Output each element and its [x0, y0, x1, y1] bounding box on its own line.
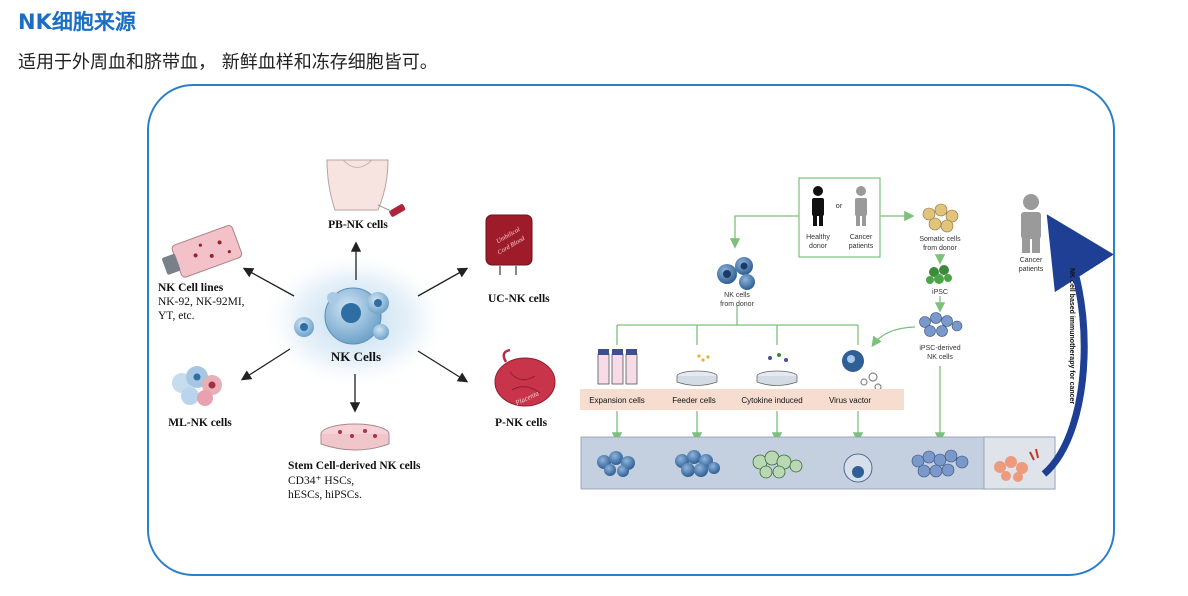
virus-vector-icon: [842, 350, 882, 391]
return-arrow: [1041, 214, 1114, 477]
figure-frame: [147, 84, 1115, 576]
torso-icon: [326, 159, 406, 217]
nk-cell-lines-title: NK Cell lines: [158, 282, 224, 294]
transduced-cell: [843, 453, 873, 483]
feeder-label: Feeder cells: [672, 396, 716, 405]
cytokine-dish-icon: [756, 353, 798, 386]
somatic-cells-icon: [922, 203, 959, 233]
cytokine-label: Cytokine induced: [741, 396, 802, 405]
ipsc-nk-expanded-cells: [911, 449, 969, 478]
cancer-label-2: patients: [849, 243, 874, 250]
bottom-panel: [580, 436, 1056, 490]
cancer-right-label-1: Cancer: [1020, 257, 1043, 264]
cancer-patient-icon-small: [855, 186, 867, 226]
pb-nk-label: PB-NK cells: [328, 219, 388, 231]
right-diagram: or Healthy donor Cancer patients: [580, 177, 1114, 490]
nk-donor-cells-icon: [717, 257, 755, 290]
uc-nk-label: UC-NK cells: [488, 293, 550, 305]
donor-box: [798, 177, 881, 258]
left-diagram: NK Cells PB-NK cells NK Cell lines NK-92…: [158, 159, 556, 501]
ml-nk-label: ML-NK cells: [168, 417, 232, 429]
center-cells-icon: [294, 287, 389, 345]
p-nk-label: P-NK cells: [495, 417, 548, 429]
expansion-bottles-icon: [597, 349, 638, 385]
method-label-band: [580, 389, 904, 410]
stem-cell-title: Stem Cell-derived NK cells: [288, 460, 421, 472]
ipsc-icon: [926, 265, 952, 284]
somatic-label-2: from donor: [923, 245, 958, 252]
cancer-patient-icon-large: [1021, 194, 1041, 253]
healthy-donor-icon: [812, 186, 824, 226]
expanded-cells-1: [597, 451, 635, 477]
or-label: or: [836, 201, 843, 210]
cancer-label-1: Cancer: [850, 234, 873, 241]
vertical-caption: NK cell based immunotherapy for cancer: [1068, 268, 1075, 404]
nk-donor-label-2: from donor: [720, 301, 755, 308]
placenta-icon: Placenta: [494, 348, 556, 407]
tumor-cells-icon: [994, 448, 1039, 482]
nk-cell-lines-sub2: YT, etc.: [158, 310, 195, 322]
nk-cell-lines-sub1: NK-92, NK-92MI,: [158, 296, 245, 308]
page-subtitle: 适用于外周血和脐带血， 新鲜血样和冻存细胞皆可。: [18, 52, 438, 73]
healthy-label-1: Healthy: [806, 234, 830, 241]
expansion-label: Expansion cells: [589, 396, 645, 405]
healthy-label-2: donor: [809, 243, 828, 250]
nk-donor-label-1: NK cells: [724, 292, 750, 299]
ipsc-label: iPSC: [932, 289, 948, 296]
feeder-dish-icon: [676, 354, 718, 386]
cancer-right-label-2: patients: [1019, 266, 1044, 273]
flask-icon: [162, 225, 243, 278]
stem-cell-sub1: CD34⁺ HSCs,: [288, 475, 354, 487]
ipsc-derived-label-1: iPSC-derived: [919, 345, 960, 352]
center-label: NK Cells: [331, 349, 381, 364]
petri-dish-icon: [320, 423, 390, 451]
ipsc-derived-label-2: NK cells: [927, 354, 953, 361]
cord-blood-bag-icon: Umbilical Cord Blood: [485, 214, 533, 275]
ipsc-derived-nk-icon: [919, 312, 963, 337]
somatic-label-1: Somatic cells: [919, 236, 961, 243]
page-heading: NK细胞来源: [18, 10, 136, 34]
virus-label: Virus vactor: [829, 396, 871, 405]
stem-cell-sub2: hESCs, hiPSCs.: [288, 489, 362, 501]
expanded-cells-2: [675, 450, 720, 477]
expanded-cells-3: [752, 450, 803, 479]
ml-nk-cells-icon: [172, 366, 222, 406]
